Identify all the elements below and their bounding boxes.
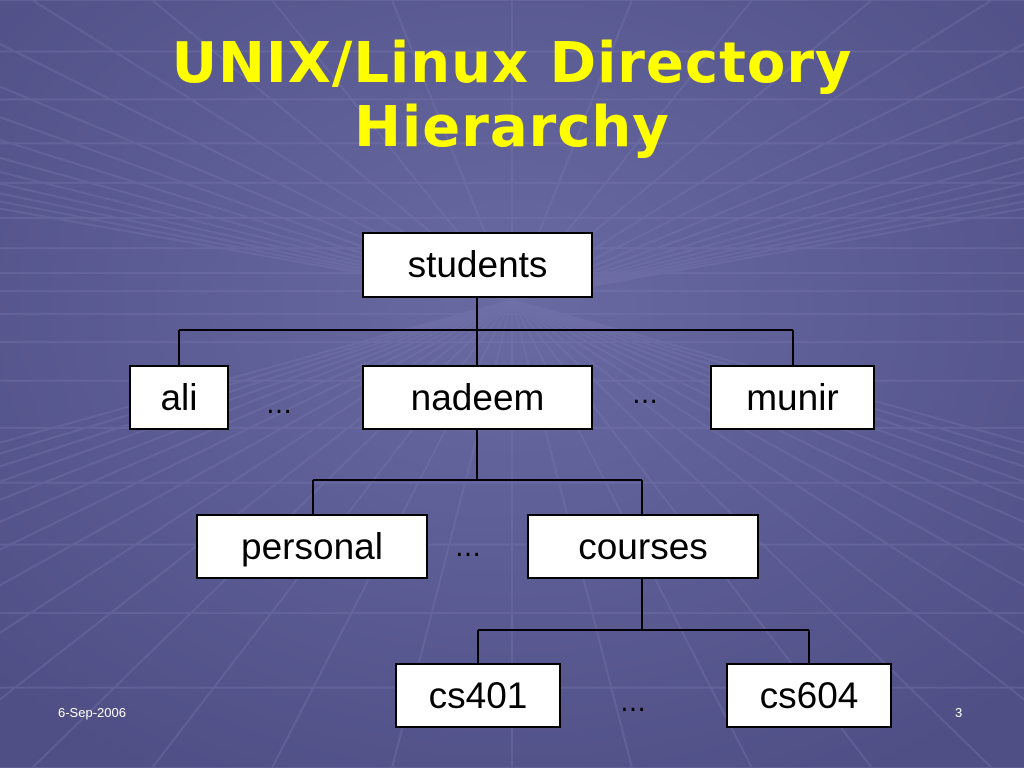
grid-line bbox=[511, 200, 1024, 301]
grid-line bbox=[511, 116, 1024, 301]
grid-line bbox=[0, 200, 513, 301]
node-students: students bbox=[362, 232, 593, 298]
grid-line bbox=[511, 299, 1024, 701]
grid-line bbox=[0, 170, 513, 301]
grid-line bbox=[511, 156, 1024, 301]
grid-line bbox=[511, 182, 1024, 301]
grid-line bbox=[0, 182, 513, 301]
grid-line bbox=[511, 42, 1024, 301]
grid-line bbox=[0, 138, 513, 301]
node-cs401: cs401 bbox=[395, 663, 561, 728]
grid-line bbox=[511, 299, 1024, 523]
grid-line bbox=[0, 299, 513, 501]
ellipsis-level1-right: … bbox=[632, 380, 658, 410]
grid-line bbox=[0, 207, 513, 301]
ellipsis-level3: … bbox=[620, 688, 646, 718]
grid-line bbox=[511, 138, 1024, 301]
node-nadeem: nadeem bbox=[362, 365, 593, 430]
grid-line bbox=[0, 299, 513, 444]
grid-line bbox=[511, 170, 1024, 301]
node-personal: personal bbox=[196, 514, 428, 579]
slide-title: UNIX/Linux Directory Hierarchy bbox=[0, 32, 1024, 160]
grid-line bbox=[511, 85, 1024, 301]
grid-line bbox=[511, 299, 1024, 587]
grid-line bbox=[511, 192, 1024, 301]
title-line-1: UNIX/Linux Directory bbox=[171, 31, 853, 96]
grid-line bbox=[0, 299, 513, 551]
node-courses: courses bbox=[527, 514, 759, 579]
slide-date: 6-Sep-2006 bbox=[58, 705, 126, 720]
grid-line bbox=[0, 192, 513, 301]
grid-line bbox=[0, 299, 513, 455]
grid-line bbox=[0, 299, 513, 468]
node-cs604: cs604 bbox=[726, 663, 892, 728]
title-line-2: Hierarchy bbox=[354, 95, 670, 160]
grid-line bbox=[0, 299, 513, 523]
grid-line bbox=[511, 299, 1024, 551]
slide-number: 3 bbox=[955, 705, 963, 720]
ellipsis-level2: … bbox=[455, 533, 481, 563]
grid-line bbox=[511, 207, 1024, 301]
node-ali: ali bbox=[129, 365, 229, 430]
grid-line bbox=[0, 156, 513, 301]
node-munir: munir bbox=[710, 365, 875, 430]
grid-line bbox=[511, 299, 1024, 634]
ellipsis-level1-left: … bbox=[266, 390, 292, 420]
grid-line bbox=[0, 299, 513, 483]
